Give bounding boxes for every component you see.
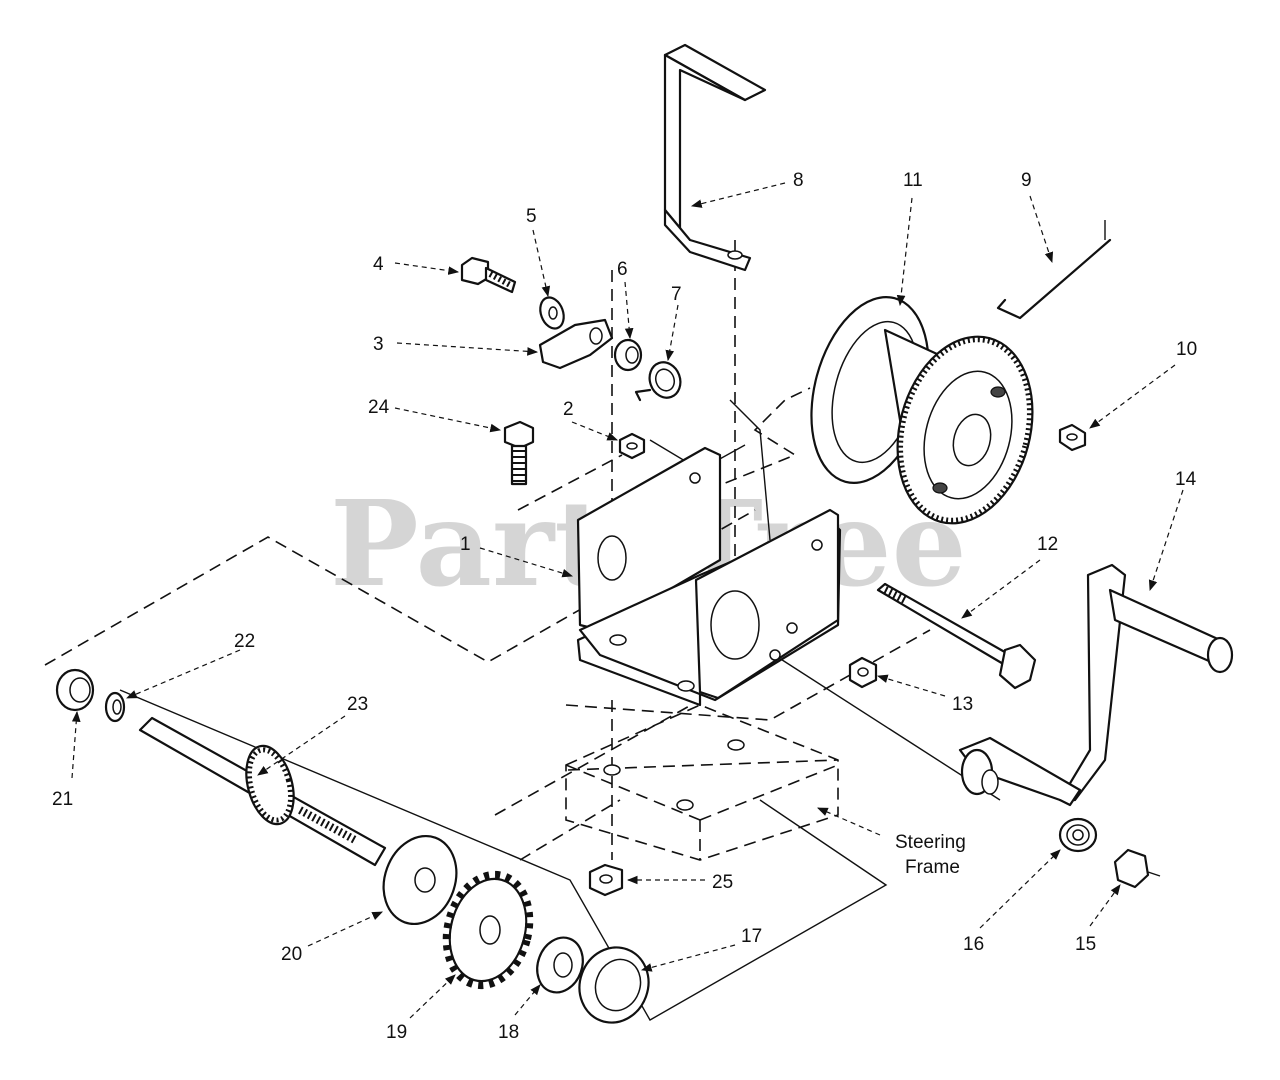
steering-frame-label: Steering Frame <box>895 832 966 878</box>
part-24-bolt <box>503 420 535 486</box>
callout-7: 7 <box>671 284 682 305</box>
callout-20: 20 <box>281 944 302 965</box>
part-25-nut <box>588 863 624 897</box>
part-19-sprocket <box>442 870 534 990</box>
callout-23: 23 <box>347 694 368 715</box>
part-6-bushing <box>613 338 643 372</box>
part-13-nut <box>848 656 878 689</box>
steering-frame-label-line2: Frame <box>905 857 960 878</box>
callout-24: 24 <box>368 397 390 418</box>
part-2-nut <box>618 432 646 460</box>
part-10-nut <box>1058 423 1087 452</box>
callout-labels: 1 2 3 4 5 6 7 8 9 10 11 12 13 14 15 16 1… <box>52 170 1197 1043</box>
callout-12: 12 <box>1037 534 1058 555</box>
part-20-washer <box>382 834 458 926</box>
steering-frame <box>565 704 839 861</box>
callout-17: 17 <box>741 926 762 947</box>
assembly-guide-lines <box>44 240 1001 1021</box>
callout-16: 16 <box>963 934 984 955</box>
part-12-bolt <box>876 582 1037 690</box>
part-7-spring <box>634 361 682 402</box>
callout-6: 6 <box>617 259 628 280</box>
callout-22: 22 <box>234 631 255 652</box>
callout-3: 3 <box>373 334 384 355</box>
part-15-nut <box>1113 848 1161 889</box>
part-5-washer <box>539 296 565 330</box>
callout-13: 13 <box>952 694 973 715</box>
callout-19: 19 <box>386 1022 407 1043</box>
callout-9: 9 <box>1021 170 1032 191</box>
callout-2: 2 <box>563 399 574 420</box>
part-8-bracket <box>663 43 767 272</box>
callout-11: 11 <box>903 170 923 191</box>
part-23-shaft <box>138 716 387 867</box>
part-1-main-bracket <box>576 446 842 707</box>
callout-15: 15 <box>1075 934 1096 955</box>
callout-5: 5 <box>526 206 537 227</box>
part-3-lever <box>538 318 614 370</box>
part-17-bushing <box>578 946 650 1024</box>
callout-25: 25 <box>712 872 733 893</box>
callout-1: 1 <box>460 534 471 555</box>
callout-8: 8 <box>793 170 804 191</box>
part-16-spring <box>1058 817 1098 853</box>
part-11-winch-drum <box>810 296 1034 525</box>
leader-arrows <box>71 182 1184 1019</box>
callout-14: 14 <box>1175 469 1197 490</box>
callout-18: 18 <box>498 1022 519 1043</box>
part-22-clip <box>104 691 126 723</box>
part-14-crank-handle <box>958 563 1234 807</box>
part-9-rod <box>996 220 1112 320</box>
callout-10: 10 <box>1176 339 1197 360</box>
part-4-bolt <box>460 256 517 294</box>
callout-21: 21 <box>52 789 73 810</box>
part-21-cap <box>55 668 95 712</box>
callout-4: 4 <box>373 254 384 275</box>
part-18-washer <box>536 936 584 994</box>
steering-frame-label-line1: Steering <box>895 832 966 853</box>
